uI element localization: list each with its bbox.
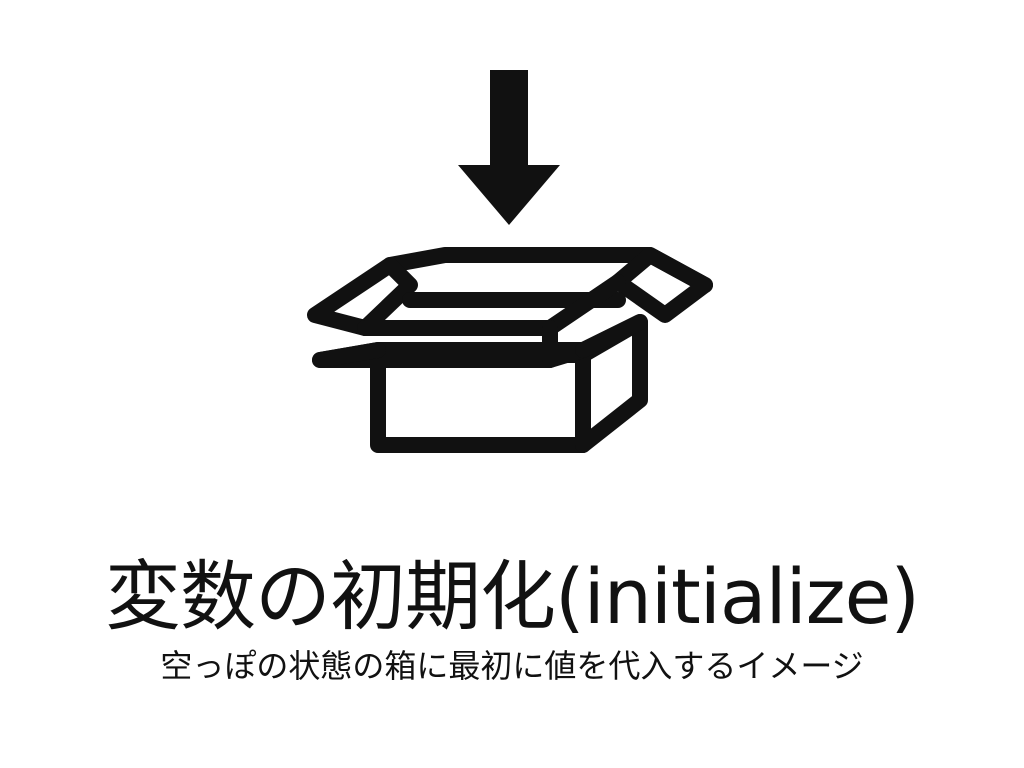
arrow-down-icon xyxy=(458,70,560,225)
open-box-icon xyxy=(307,247,713,453)
slide-title: 変数の初期化(initialize) xyxy=(104,552,920,641)
illustration xyxy=(307,70,713,453)
slide-subtitle: 空っぽの状態の箱に最初に値を代入するイメージ xyxy=(160,647,864,685)
